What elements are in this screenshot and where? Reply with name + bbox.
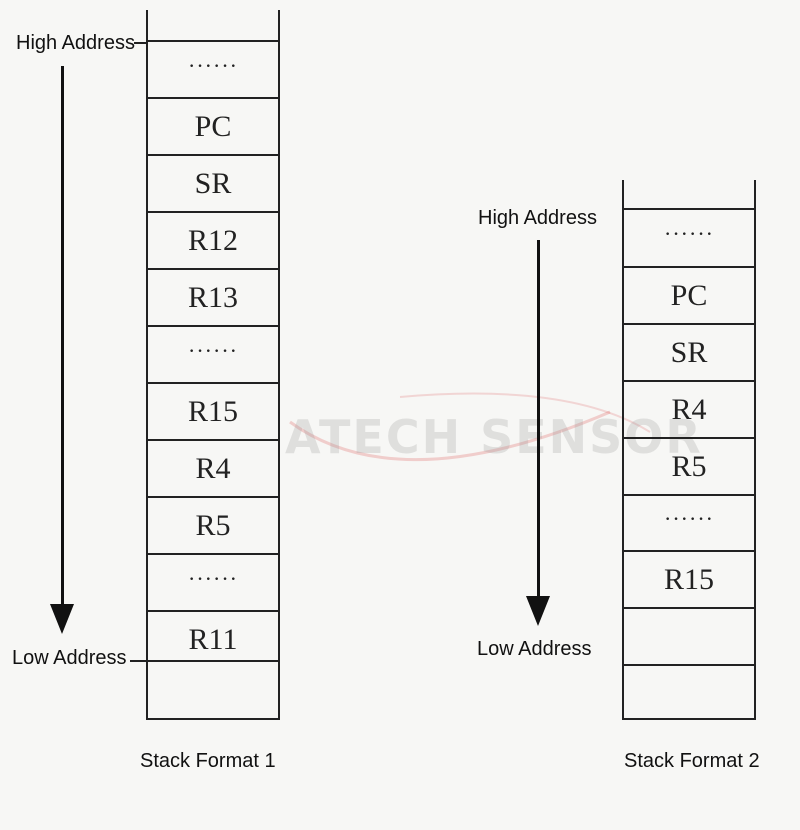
stack2-bottom-line [624,718,754,720]
stack2-cell: ······ [624,208,754,266]
watermark: ATECH SENSOR [250,392,701,482]
stack1-high-address-label: High Address [16,32,135,54]
watermark-swoosh-icon [289,392,651,462]
stack1-cell: ······ [148,325,278,382]
stack2-cell: SR [624,323,754,380]
stack1-cell [148,660,278,718]
stack1-high-tick [134,42,148,44]
stack1-cell: R11 [148,610,278,667]
stack1-cell: ······ [148,553,278,610]
stack2-arrow-shaft [537,240,540,606]
stack1-cell: R15 [148,382,278,439]
stack1-low-tick [130,660,148,662]
stack1-arrow-down-icon [50,604,74,634]
stack2-caption: Stack Format 2 [624,750,760,772]
stack1-cell: SR [148,154,278,211]
stack2-cell [624,664,754,718]
stack1-bottom-line [148,718,278,720]
stack1-cell: R4 [148,439,278,496]
stack1-cell: PC [148,97,278,154]
stack1-arrow-shaft [61,66,64,614]
stack1-caption: Stack Format 1 [140,750,276,772]
stack1-cell: R5 [148,496,278,553]
stack1-cell: R12 [148,211,278,268]
stack2-cell [624,607,754,664]
stack2-cell: R4 [624,380,754,437]
stack1-cell: R13 [148,268,278,325]
stack2-cell: PC [624,266,754,323]
stack2-cell: R15 [624,550,754,607]
stack2-cell: ······ [624,494,754,550]
stack-format-1: ······ PC SR R12 R13 ······ R15 R4 R5 ··… [146,10,280,720]
stack2-high-address-label: High Address [478,207,597,229]
stack2-cell: R5 [624,437,754,494]
stack2-arrow-down-icon [526,596,550,626]
stack1-low-address-label: Low Address [12,647,127,669]
stack-format-2: ······ PC SR R4 R5 ······ R15 [622,180,756,720]
stack1-cell: ······ [148,40,278,97]
stack2-low-address-label: Low Address [477,638,592,660]
